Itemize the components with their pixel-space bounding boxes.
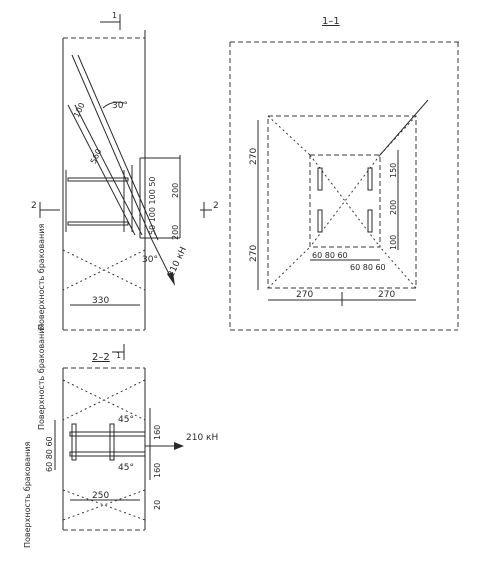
angle-45-bottom: 45° (118, 463, 134, 473)
plan-200: 200 (389, 200, 398, 215)
section-2-2-elevation: 2–2 1 210 кН 45° 45° 60 80 60 160 160 (23, 324, 218, 548)
surface-label-1: Поверхность бракования (37, 224, 46, 330)
vert-dims-chain: 50 100 100 50 (148, 176, 157, 235)
surface-label-2: Поверхность бракования (37, 324, 46, 430)
plan-270-bottom-left: 270 (296, 290, 313, 300)
plan-60-80-60-left: 60 80 60 (312, 251, 348, 260)
angle-30-bottom: 30° (142, 255, 158, 265)
angle-30-top: 30° (112, 101, 128, 111)
section-1-title: 1–1 (322, 16, 340, 27)
plan-100: 100 (389, 235, 398, 250)
plan-270-left-bottom: 270 (249, 245, 259, 262)
force-label-oblique: 210 кН (166, 246, 189, 279)
s2-dims-vert: 60 80 60 (45, 436, 54, 472)
s2-dim-250: 250 (92, 491, 109, 501)
section-2-elevation: 1 210 кН 30° 30° 100 560 50 100 100 50 2… (31, 11, 219, 331)
section-1-marker-bottom: 1 (116, 351, 121, 360)
section-1-plan: 1–1 270 270 150 200 100 60 80 6 (229, 16, 460, 331)
plan-270-left-top: 270 (249, 148, 259, 165)
s2-dim-160-bottom: 160 (153, 463, 162, 478)
surface-label-3: Поверхность бракования (23, 442, 32, 548)
angle-45-top: 45° (118, 415, 134, 425)
section-2-title: 2–2 (92, 352, 110, 363)
s2-dim-160-top: 160 (153, 425, 162, 440)
plan-150: 150 (389, 163, 398, 178)
section-1-marker-top: 1 (112, 11, 117, 20)
plan-60-80-60-right: 60 80 60 (350, 263, 386, 272)
section-2-marker-left: 2 (31, 201, 37, 211)
vert-dims-200-a: 200 (171, 183, 180, 198)
section-2-marker-right: 2 (213, 201, 219, 211)
plan-270-bottom-right: 270 (378, 290, 395, 300)
dim-330: 330 (92, 296, 109, 306)
s2-dim-20: 20 (153, 500, 162, 510)
vert-dims-200-b: 200 (171, 225, 180, 240)
force-label-horizontal: 210 кН (186, 433, 218, 443)
dim-100-bar: 100 (72, 101, 87, 119)
